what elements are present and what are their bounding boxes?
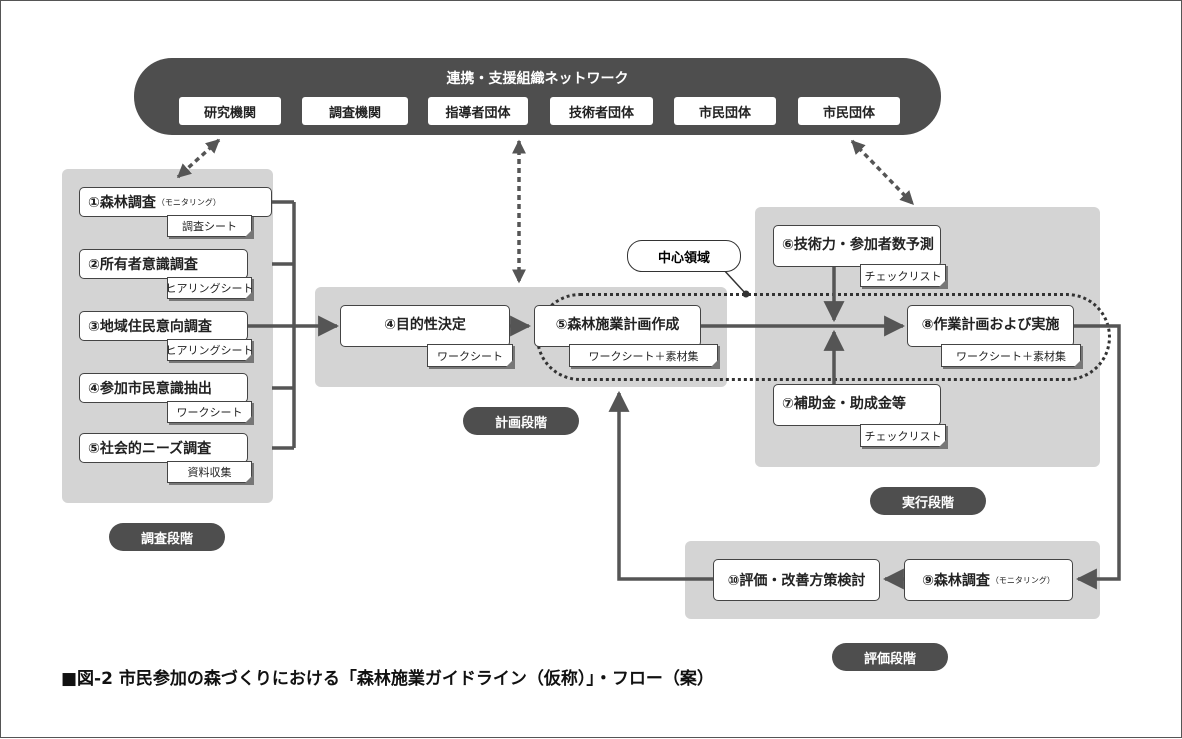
plan-tag-worksheet-materials: ワークシート＋素材集 xyxy=(569,344,718,367)
survey-item-forest-survey: ①森林調査（モニタリング） xyxy=(79,187,272,217)
plan-tag-worksheet: ワークシート xyxy=(427,344,513,367)
core-area-label: 中心領域 xyxy=(627,240,741,272)
stage-label-plan: 計画段階 xyxy=(463,407,579,435)
survey-tag-worksheet: ワークシート xyxy=(167,401,252,423)
exec-item-work-plan: ⑧作業計画および実施 xyxy=(907,305,1074,347)
exec-item-subsidies: ⑦補助金・助成金等 xyxy=(773,384,941,426)
survey-item-owner-survey: ②所有者意識調査 xyxy=(79,249,248,279)
network-item-instructors: 指導者団体 xyxy=(428,97,528,125)
eval-item-label: ⑩評価・改善方策検討 xyxy=(727,573,866,589)
exec-tag-worksheet-materials: ワークシート＋素材集 xyxy=(941,344,1081,367)
eval-item-evaluation: ⑩評価・改善方策検討 xyxy=(713,559,880,601)
survey-tag-hearing-sheet-2: ヒアリングシート xyxy=(166,339,254,361)
survey-tag-hearing-sheet-1: ヒアリングシート xyxy=(166,277,254,299)
network-item-survey: 調査機関 xyxy=(302,97,408,125)
eval-item-note: （モニタリング） xyxy=(990,575,1055,585)
survey-tag-survey-sheet: 調査シート xyxy=(167,215,252,237)
eval-item-label: ⑨森林調査 xyxy=(922,573,990,589)
survey-item-resident-survey: ③地域住民意向調査 xyxy=(79,311,248,341)
plan-item-purpose: ④目的性決定 xyxy=(340,305,510,347)
network-item-research: 研究機関 xyxy=(179,97,281,125)
survey-item-citizen-awareness: ④参加市民意識抽出 xyxy=(79,373,248,403)
plan-item-label: ④目的性決定 xyxy=(384,317,466,333)
plan-item-forest-plan: ⑤森林施業計画作成 xyxy=(534,305,701,347)
exec-item-label: ⑦補助金・助成金等 xyxy=(782,396,906,412)
network-item-citizens-1: 市民団体 xyxy=(674,97,776,125)
exec-item-label: ⑥技術力・参加者数予測 xyxy=(782,237,934,253)
eval-item-forest-survey: ⑨森林調査（モニタリング） xyxy=(904,559,1073,601)
exec-tag-checklist-2: チェックリスト xyxy=(860,424,946,447)
network-item-engineers: 技術者団体 xyxy=(550,97,653,125)
survey-item-social-needs: ⑤社会的ニーズ調査 xyxy=(79,433,248,463)
survey-item-label: ①森林調査 xyxy=(88,195,156,211)
exec-item-capacity-forecast: ⑥技術力・参加者数予測 xyxy=(773,225,941,267)
network-item-citizens-2: 市民団体 xyxy=(798,97,900,125)
plan-item-label: ⑤森林施業計画作成 xyxy=(555,317,680,333)
figure-caption: ■図-2 市民参加の森づくりにおける「森林施業ガイドライン（仮称）」・フロー（案… xyxy=(61,669,714,689)
survey-tag-materials: 資料収集 xyxy=(167,461,252,483)
survey-item-note: （モニタリング） xyxy=(156,197,221,207)
stage-label-evaluation: 評価段階 xyxy=(832,643,948,671)
exec-tag-checklist-1: チェックリスト xyxy=(860,264,946,287)
stage-label-execution: 実行段階 xyxy=(870,487,986,515)
network-title: 連携・支援組織ネットワーク xyxy=(446,71,629,87)
exec-item-label: ⑧作業計画および実施 xyxy=(921,317,1060,333)
stage-label-survey: 調査段階 xyxy=(109,523,225,551)
